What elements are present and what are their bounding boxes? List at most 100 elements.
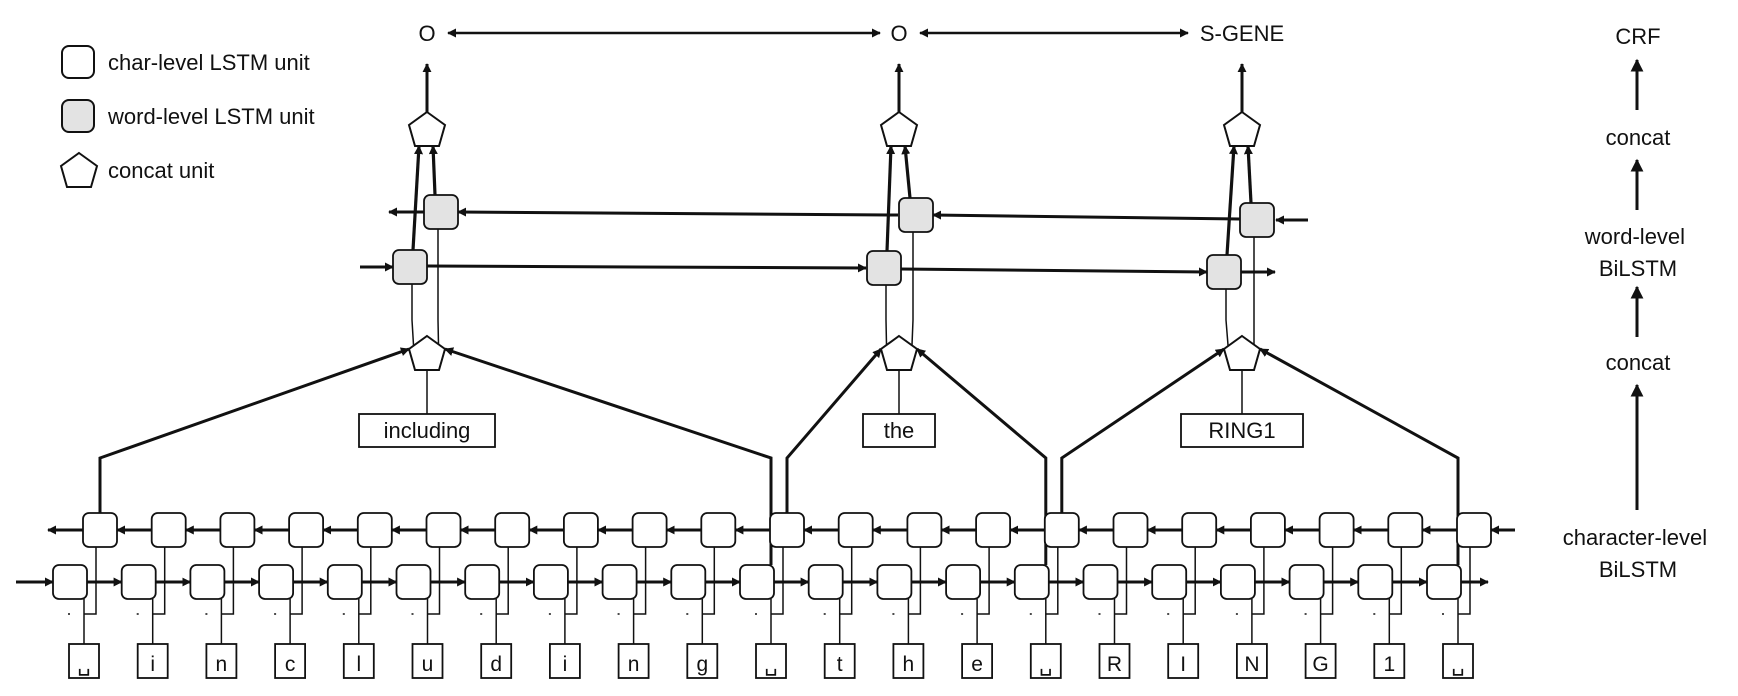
word-forward-to-concat-arrow [885,145,896,252]
char-input-box [68,643,100,679]
word-forward-arrow-2 [899,267,1208,277]
char-input-box [274,643,307,679]
char-input-label: d [490,653,502,676]
char-input-label: R [1107,653,1122,676]
char-forward-lstm-unit [876,564,913,600]
char-input-box [686,643,719,679]
char-input-backward-line [1114,547,1128,615]
char-input-box [617,643,650,679]
char-input-box [755,643,787,679]
char-forward-lstm-unit [1082,564,1119,600]
char-backward-lstm-unit [631,512,668,548]
char-input-label: t [837,653,843,676]
word-embedding-label: including [384,418,471,443]
char-backward-lstm-unit [1112,512,1149,548]
legend-concat-pentagon-icon [59,151,99,188]
char-input-box [1236,643,1268,679]
legend-word-unit-icon [61,99,95,133]
word-forward-to-concat-arrow [1225,145,1238,256]
char-backward-lstm-unit [288,512,325,548]
char-input-label: ␣ [1039,653,1052,676]
char-input-backward-line [1251,547,1265,615]
char-input-label: ␣ [764,653,777,676]
char-backward-lstm-unit [906,512,943,548]
char-backward-lstm-unit [150,512,187,548]
word-input-concat-unit [879,334,919,371]
legend-char-unit-icon [61,45,95,79]
char-input-label: ␣ [1451,653,1464,676]
char-backward-lstm-unit [563,512,599,548]
char-input-backward-line [977,547,990,615]
tag-the: O [890,21,907,46]
char-forward-lstm-unit [1288,564,1325,600]
char-input-label: I [1180,653,1186,676]
char-input-box [480,643,513,679]
word-embedding-box [358,413,496,448]
char-backward-lstm-unit [769,512,805,548]
char-input-backward-line [839,547,853,615]
char-forward-lstm-unit [739,564,775,600]
legend-word-unit-label: word-level LSTM unit [107,104,315,129]
char-backward-lstm-unit [975,512,1011,548]
char-input-backward-line [1045,547,1059,615]
char-input-label: ␣ [77,653,90,676]
char-input-backward-line [908,547,922,615]
char-backward-lstm-unit [219,512,256,548]
char-input-label: N [1244,653,1259,676]
word-embedding-box [1180,413,1304,448]
char-input-label: n [216,653,228,676]
tag-including: O [418,21,435,46]
layer-labels: CRF concat word-level BiLSTM concat char… [1563,24,1707,582]
char-input-backward-line [290,547,303,615]
word-embedding-label: the [884,418,915,443]
char-backward-state-to-concat-arrow [1060,347,1225,513]
char-backward-lstm-unit [700,512,737,548]
char-backward-state-to-concat-arrow [785,348,883,513]
char-input-label: c [285,653,296,676]
char-input-label: l [356,653,361,676]
char-input-label: i [563,653,568,676]
char-input-backward-line [1183,547,1196,615]
char-input-box [823,643,856,679]
char-input-box [136,643,169,679]
word-forward-lstm-unit [1206,254,1242,290]
legend: char-level LSTM unit word-level LSTM uni… [59,45,315,188]
char-backward-lstm-unit [1250,512,1286,548]
char-backward-lstm-unit [1181,512,1218,548]
word-backward-to-concat-arrow [428,145,438,196]
char-input-backward-line [84,547,97,615]
char-forward-lstm-unit [670,564,707,600]
char-forward-lstm-unit [258,564,295,600]
word-input-concat-unit [407,334,447,371]
word-backward-to-concat-arrow [1243,145,1253,204]
char-backward-lstm-unit [1456,512,1492,548]
char-input-label: n [628,653,640,676]
char-input-backward-line [1458,547,1471,615]
char-input-label: e [971,653,983,676]
char-input-backward-line [633,547,647,615]
char-backward-lstm-unit [837,512,874,548]
char-forward-lstm-unit [1220,564,1256,600]
char-input-label: h [903,653,915,676]
char-backward-lstm-unit [356,512,393,548]
char-input-box [411,643,444,679]
word-level-recurrence [360,207,1308,277]
word-backward-lstm-unit [1239,202,1275,238]
char-forward-lstm-unit [945,564,981,600]
layer-label-crf: CRF [1615,24,1660,49]
char-forward-lstm-unit [326,564,363,600]
word-backward-arrow-1 [932,210,1241,221]
legend-concat-unit-label: concat unit [108,158,214,183]
char-input-label: g [696,653,708,676]
word-forward-to-concat-arrow [411,145,424,251]
char-backward-lstm-unit [82,512,118,548]
char-input-label: G [1312,653,1328,676]
char-input-box [961,643,993,679]
tag-ring1: S-GENE [1200,21,1284,46]
char-forward-lstm-unit [807,564,844,600]
char-input-backward-line [358,547,372,615]
char-forward-lstm-unit [395,564,432,600]
word-input-concat-unit [1222,334,1262,371]
